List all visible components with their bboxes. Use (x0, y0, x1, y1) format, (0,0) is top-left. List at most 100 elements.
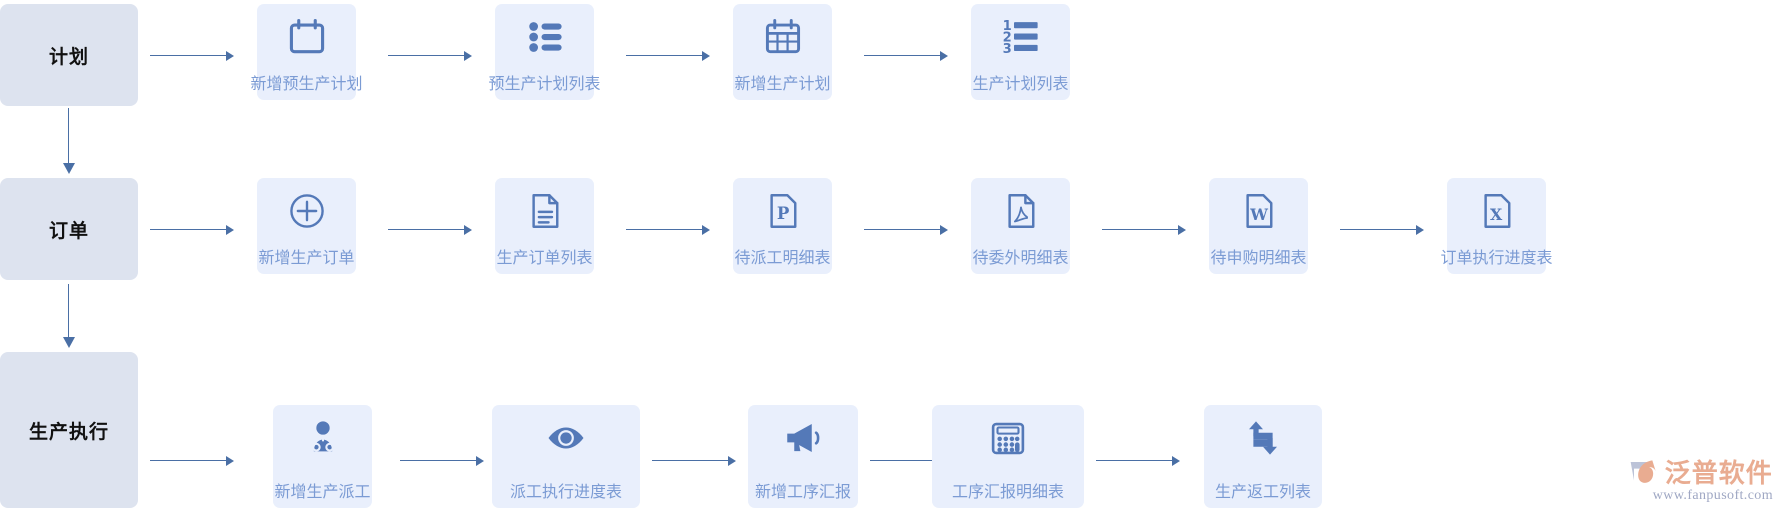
node-new-production-plan[interactable]: 新增生产计划 (733, 4, 832, 100)
row-label-plan-text: 计划 (48, 46, 89, 68)
watermark-name: 泛普软件 (1664, 459, 1773, 489)
arrow-plan-3 (864, 50, 948, 61)
row-label-production-text: 生产执行 (28, 421, 109, 443)
numbered-list-icon: 1 2 3 (998, 14, 1044, 60)
node-pre-production-plan-list[interactable]: 预生产计划列表 (488, 4, 601, 100)
node-process-report-detail[interactable]: 工序汇报明细表 (932, 405, 1084, 508)
arrow-head (940, 50, 948, 61)
arrow-shaft (400, 459, 476, 462)
svg-text:P: P (776, 203, 789, 223)
arrow-head (62, 163, 75, 174)
arrow-shaft (1102, 228, 1178, 231)
arrow-production-2 (652, 455, 736, 466)
calendar-icon (284, 14, 330, 60)
node-production-plan-list[interactable]: 1 2 3 生产计划列表 (971, 4, 1070, 100)
node-dispatch-execution-progress[interactable]: 派工执行进度表 (492, 405, 640, 508)
node-new-process-report[interactable]: 新增工序汇报 (748, 405, 858, 508)
document-lines-icon (522, 188, 568, 234)
arrow-head (1172, 455, 1180, 466)
arrow-order-4 (1102, 224, 1186, 235)
arrow-plan-0 (150, 50, 234, 61)
file-word-icon: W (1236, 188, 1282, 234)
calendar-grid-icon (760, 14, 806, 60)
arrow-shaft (864, 228, 940, 231)
arrow-order-2 (626, 224, 710, 235)
arrow-shaft (864, 54, 940, 57)
node-pending-outsourcing-detail[interactable]: 待委外明细表 (971, 178, 1070, 274)
node-label: 生产订单列表 (496, 248, 593, 267)
node-label: 订单执行进度表 (1440, 248, 1553, 267)
node-production-rework-list[interactable]: 生产返工列表 (1204, 405, 1322, 508)
arrow-production-0 (150, 455, 234, 466)
arrow-head (226, 455, 234, 466)
row-label-plan[interactable]: 计划 (0, 4, 138, 106)
arrow-shaft (150, 228, 226, 231)
svg-text:W: W (1249, 205, 1268, 224)
arrow-shaft (67, 284, 70, 337)
megaphone-icon (780, 415, 826, 461)
arrow-head (464, 224, 472, 235)
node-label: 新增生产订单 (258, 248, 355, 267)
svg-text:X: X (1490, 205, 1503, 224)
node-label: 预生产计划列表 (488, 74, 601, 93)
node-label: 新增预生产计划 (250, 74, 363, 93)
arrow-plan-1 (388, 50, 472, 61)
svg-text:2: 2 (1002, 30, 1011, 45)
arrow-head (702, 224, 710, 235)
arrow-shaft (1340, 228, 1416, 231)
arrow-shaft (1096, 459, 1172, 462)
node-pending-dispatch-detail[interactable]: P 待派工明细表 (733, 178, 832, 274)
arrow-shaft (388, 54, 464, 57)
node-label: 新增生产派工 (274, 482, 371, 501)
arrow-head (1416, 224, 1424, 235)
arrow-shaft (626, 228, 702, 231)
node-label: 新增工序汇报 (754, 482, 852, 501)
node-label: 生产计划列表 (972, 74, 1069, 93)
arrow-head (62, 337, 75, 348)
node-new-production-order[interactable]: 新增生产订单 (257, 178, 356, 274)
arrow-head (1178, 224, 1186, 235)
node-new-production-dispatch[interactable]: 新增生产派工 (273, 405, 372, 508)
plus-circle-icon (284, 188, 330, 234)
arrow-order-5 (1340, 224, 1424, 235)
arrow-head (464, 50, 472, 61)
arrow-order-3 (864, 224, 948, 235)
node-pending-requisition-detail[interactable]: W 待申购明细表 (1209, 178, 1308, 274)
arrow-shaft (870, 459, 946, 462)
arrow-shaft (67, 108, 70, 163)
rework-loop-icon (1240, 415, 1286, 461)
row-label-order[interactable]: 订单 (0, 178, 138, 280)
row-label-production[interactable]: 生产执行 (0, 352, 138, 508)
node-label: 新增生产计划 (734, 74, 831, 93)
eye-icon (543, 415, 589, 461)
watermark-url: www.fanpusoft.com (1652, 488, 1773, 503)
calculator-icon (985, 415, 1031, 461)
worker-icon (300, 415, 346, 461)
file-pdf-icon (998, 188, 1044, 234)
node-production-order-list[interactable]: 生产订单列表 (495, 178, 594, 274)
arrow-head (476, 455, 484, 466)
row-label-order-text: 订单 (48, 220, 89, 242)
svg-text:3: 3 (1002, 42, 1011, 57)
arrow-head (702, 50, 710, 61)
arrow-head (226, 50, 234, 61)
fanpu-logo-icon (1630, 459, 1656, 483)
arrow-order-1 (388, 224, 472, 235)
arrow-shaft (626, 54, 702, 57)
arrow-shaft (150, 459, 226, 462)
file-excel-icon: X (1474, 188, 1520, 234)
node-label: 待委外明细表 (972, 248, 1069, 267)
node-order-execution-progress[interactable]: X 订单执行进度表 (1440, 178, 1553, 274)
arrow-head (728, 455, 736, 466)
node-label: 工序汇报明细表 (951, 482, 1065, 501)
arrow-head (226, 224, 234, 235)
arrow-production-4 (1096, 455, 1180, 466)
node-label: 待申购明细表 (1210, 248, 1307, 267)
node-label: 生产返工列表 (1214, 482, 1312, 501)
node-label: 派工执行进度表 (509, 482, 623, 501)
node-new-pre-production-plan[interactable]: 新增预生产计划 (250, 4, 363, 100)
arrow-order-0 (150, 224, 234, 235)
watermark-brand: 泛普软件 (1627, 453, 1773, 490)
arrow-shaft (652, 459, 728, 462)
